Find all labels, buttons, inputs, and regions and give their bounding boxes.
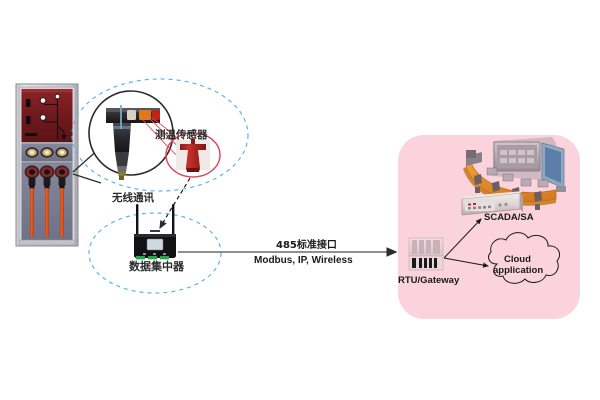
scada-server — [461, 191, 523, 216]
cable-elbow-connector — [106, 105, 191, 180]
wireless-comm-label: 无线通讯 — [112, 192, 154, 204]
rtu-gateway — [408, 237, 444, 271]
control-room — [463, 137, 566, 210]
interface-standard-label: 485标准接口 — [276, 240, 337, 251]
cloud-label-line2: application — [493, 265, 544, 276]
sensor-zone-ellipse — [71, 78, 249, 192]
protocols-label: Modbus, IP, Wireless — [254, 255, 353, 266]
cable-bushings — [24, 165, 70, 237]
data-concentrator — [134, 204, 176, 260]
temperature-sensor-label: 测温传感器 — [155, 129, 208, 141]
rtu-gateway-label: RTU/Gateway — [398, 275, 460, 286]
switchgear-cabinet — [15, 83, 79, 247]
wireless-link-arrow — [159, 177, 191, 230]
scada-label: SCADA/SA — [484, 212, 534, 223]
data-concentrator-label: 数据集中器 — [129, 260, 184, 273]
rtu-branch-arrows — [443, 218, 489, 268]
temperature-sensor — [180, 139, 206, 172]
concentrator-zone-ellipse — [88, 212, 222, 294]
cloud-application — [488, 232, 561, 284]
cloud-label-line1: Cloud — [504, 254, 531, 265]
